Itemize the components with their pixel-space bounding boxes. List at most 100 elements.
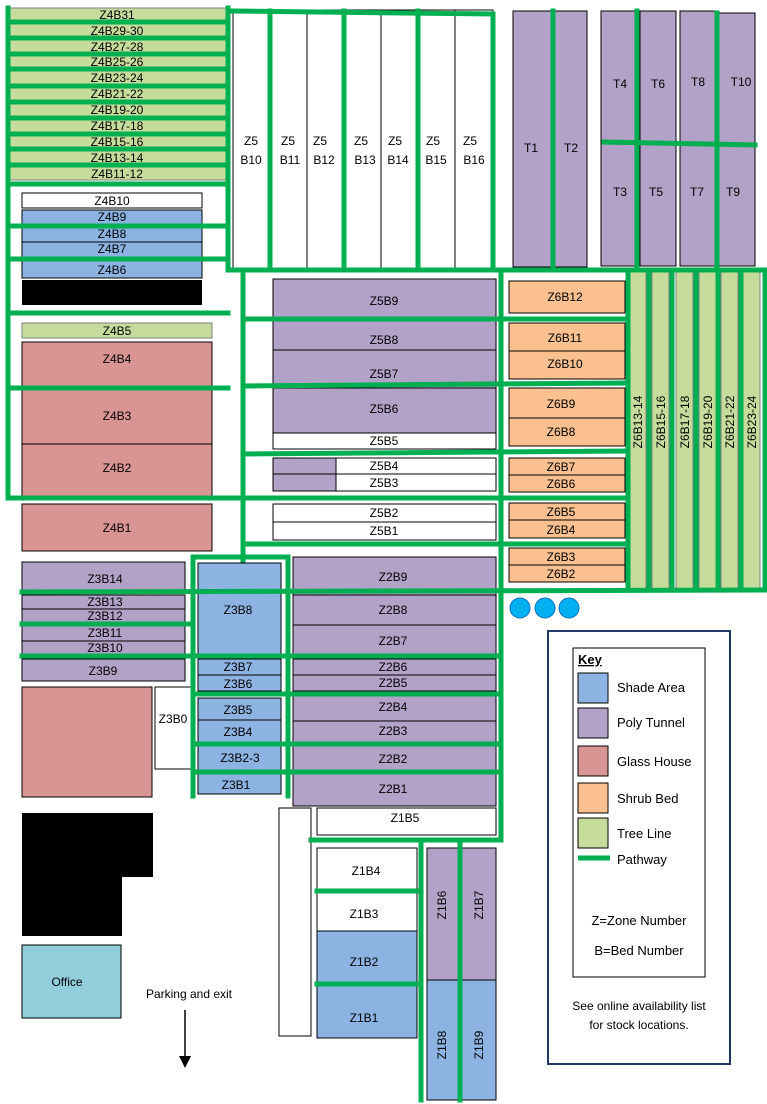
label-t3: T3 bbox=[613, 185, 627, 199]
label-z3b0: Z3B0 bbox=[159, 712, 188, 726]
bed-z1b4[interactable] bbox=[316, 847, 418, 891]
label-z3b11: Z3B11 bbox=[88, 626, 123, 640]
label-z3b5: Z3B5 bbox=[224, 703, 253, 717]
label-z4b10: Z4B10 bbox=[94, 194, 130, 208]
tunnel-t1[interactable] bbox=[512, 10, 554, 268]
label-b12: B12 bbox=[313, 153, 335, 167]
bed-z4b4[interactable] bbox=[21, 341, 213, 391]
bed-z5b8[interactable] bbox=[272, 318, 497, 351]
label-z4b1: Z4B1 bbox=[103, 521, 132, 535]
exit-label: Parking and exit bbox=[146, 987, 233, 1001]
label-z3b9: Z3B9 bbox=[89, 664, 118, 678]
label-z6b2: Z6B2 bbox=[547, 567, 576, 581]
label-z1b8: Z1B8 bbox=[435, 1030, 449, 1059]
zone5-beds-b10-b16 bbox=[232, 9, 494, 269]
key-swatch-shade bbox=[577, 672, 609, 704]
label-z4b13-14: Z4B13-14 bbox=[91, 151, 144, 165]
z5b3-poly-section bbox=[272, 473, 337, 492]
water-tank-icon bbox=[509, 597, 531, 619]
bed-z3b8[interactable] bbox=[197, 562, 282, 657]
bed-z6b9[interactable] bbox=[508, 387, 626, 419]
label-z3b4: Z3B4 bbox=[224, 725, 253, 739]
bed-z6b6[interactable] bbox=[508, 474, 626, 493]
bed-z5b6[interactable] bbox=[272, 387, 497, 434]
bed-z6b11[interactable] bbox=[508, 322, 626, 352]
label-z2b9: Z2B9 bbox=[379, 570, 408, 584]
label-z6b10: Z6B10 bbox=[547, 357, 583, 371]
glass-house bbox=[21, 686, 153, 798]
bed-z1b5[interactable] bbox=[316, 807, 497, 836]
bed-z3b9[interactable] bbox=[21, 658, 186, 682]
label-z3b12: Z3B12 bbox=[87, 609, 123, 623]
bed-z6b4[interactable] bbox=[508, 519, 626, 539]
bed-z3b0[interactable] bbox=[154, 686, 192, 770]
label-zone-z5: Z5 bbox=[463, 134, 477, 148]
label-z5b4: Z5B4 bbox=[370, 459, 399, 473]
bed-z4b2[interactable] bbox=[21, 443, 213, 499]
key-swatch-glass bbox=[577, 745, 609, 777]
tunnel-t7-t8[interactable] bbox=[679, 10, 717, 267]
bed-z4b3[interactable] bbox=[21, 389, 213, 445]
bed-z5b9[interactable] bbox=[272, 278, 497, 320]
bed-z2b5[interactable] bbox=[292, 674, 497, 692]
label-b11: B11 bbox=[280, 153, 301, 167]
label-z6b17-18: Z6B17-18 bbox=[678, 395, 692, 448]
label-z4b8: Z4B8 bbox=[98, 227, 127, 241]
label-z4b27-28: Z4B27-28 bbox=[91, 40, 144, 54]
key-label-shrub: Shrub Bed bbox=[617, 791, 678, 806]
bed-labels: Z4B31 Z4B29-30 Z4B27-28 Z4B25-26 Z4B23-2… bbox=[51, 8, 759, 1059]
label-z2b7: Z2B7 bbox=[379, 634, 408, 648]
zone2-beds bbox=[292, 556, 497, 807]
bed-z6b8[interactable] bbox=[508, 417, 626, 447]
bed-z6b10[interactable] bbox=[508, 350, 626, 380]
label-t1: T1 bbox=[524, 141, 538, 155]
label-z1b3: Z1B3 bbox=[350, 907, 379, 921]
label-z6b15-16: Z6B15-16 bbox=[654, 395, 668, 448]
tunnel-t9-t10[interactable] bbox=[718, 12, 756, 267]
label-b16: B16 bbox=[463, 153, 485, 167]
label-z3b7: Z3B7 bbox=[224, 660, 253, 674]
label-z5b2: Z5B2 bbox=[370, 506, 399, 520]
bed-z1b1[interactable] bbox=[316, 985, 418, 1039]
unlabelled-bed bbox=[278, 807, 312, 1037]
zone6-shrub-beds bbox=[508, 280, 626, 583]
bed-z5b13[interactable] bbox=[343, 9, 382, 269]
label-z1b4: Z1B4 bbox=[352, 864, 381, 878]
tunnel-t5-t6[interactable] bbox=[639, 10, 677, 267]
bed-z1b8[interactable] bbox=[426, 979, 461, 1101]
water-tank-icon bbox=[534, 597, 556, 619]
label-z6b23-24: Z6B23-24 bbox=[745, 395, 759, 448]
label-z4b25-26: Z4B25-26 bbox=[91, 55, 144, 69]
bed-z6b2[interactable] bbox=[508, 564, 626, 583]
bed-z1b9[interactable] bbox=[459, 979, 497, 1101]
bed-z5b4[interactable] bbox=[335, 457, 497, 475]
label-z4b11-12: Z4B11-12 bbox=[91, 167, 143, 181]
bed-z5b1[interactable] bbox=[272, 521, 497, 541]
label-z1b6: Z1B6 bbox=[435, 890, 449, 919]
tunnel-t2[interactable] bbox=[552, 10, 588, 268]
bed-z5b15[interactable] bbox=[417, 9, 456, 269]
bed-z5b3[interactable] bbox=[335, 473, 497, 492]
label-z5b1: Z5B1 bbox=[370, 524, 399, 538]
bed-z3b6[interactable] bbox=[197, 674, 282, 692]
bed-z5b5[interactable] bbox=[272, 432, 497, 450]
bed-z5b14[interactable] bbox=[380, 9, 419, 269]
bed-z4b5[interactable] bbox=[21, 322, 213, 339]
bed-z3b2-3[interactable] bbox=[197, 745, 282, 771]
tunnel-t3-t4[interactable] bbox=[600, 10, 638, 267]
label-z2b8: Z2B8 bbox=[379, 603, 408, 617]
bed-z1b3[interactable] bbox=[316, 892, 418, 932]
bed-z4b1[interactable] bbox=[21, 503, 213, 552]
bed-z3b14[interactable] bbox=[21, 561, 186, 593]
label-z5b5: Z5B5 bbox=[370, 434, 399, 448]
bed-z6b12[interactable] bbox=[508, 280, 626, 314]
bed-z2b7[interactable] bbox=[292, 624, 497, 657]
bed-z2b4[interactable] bbox=[292, 695, 497, 722]
bed-z5b7[interactable] bbox=[272, 349, 497, 389]
key-label-glass: Glass House bbox=[617, 754, 691, 769]
bed-z4b10[interactable] bbox=[21, 192, 203, 209]
key-title: Key bbox=[578, 652, 603, 667]
bed-z2b1[interactable] bbox=[292, 773, 497, 807]
key-availability-line1: See online availability list bbox=[572, 999, 706, 1013]
building-blocked bbox=[22, 813, 153, 936]
